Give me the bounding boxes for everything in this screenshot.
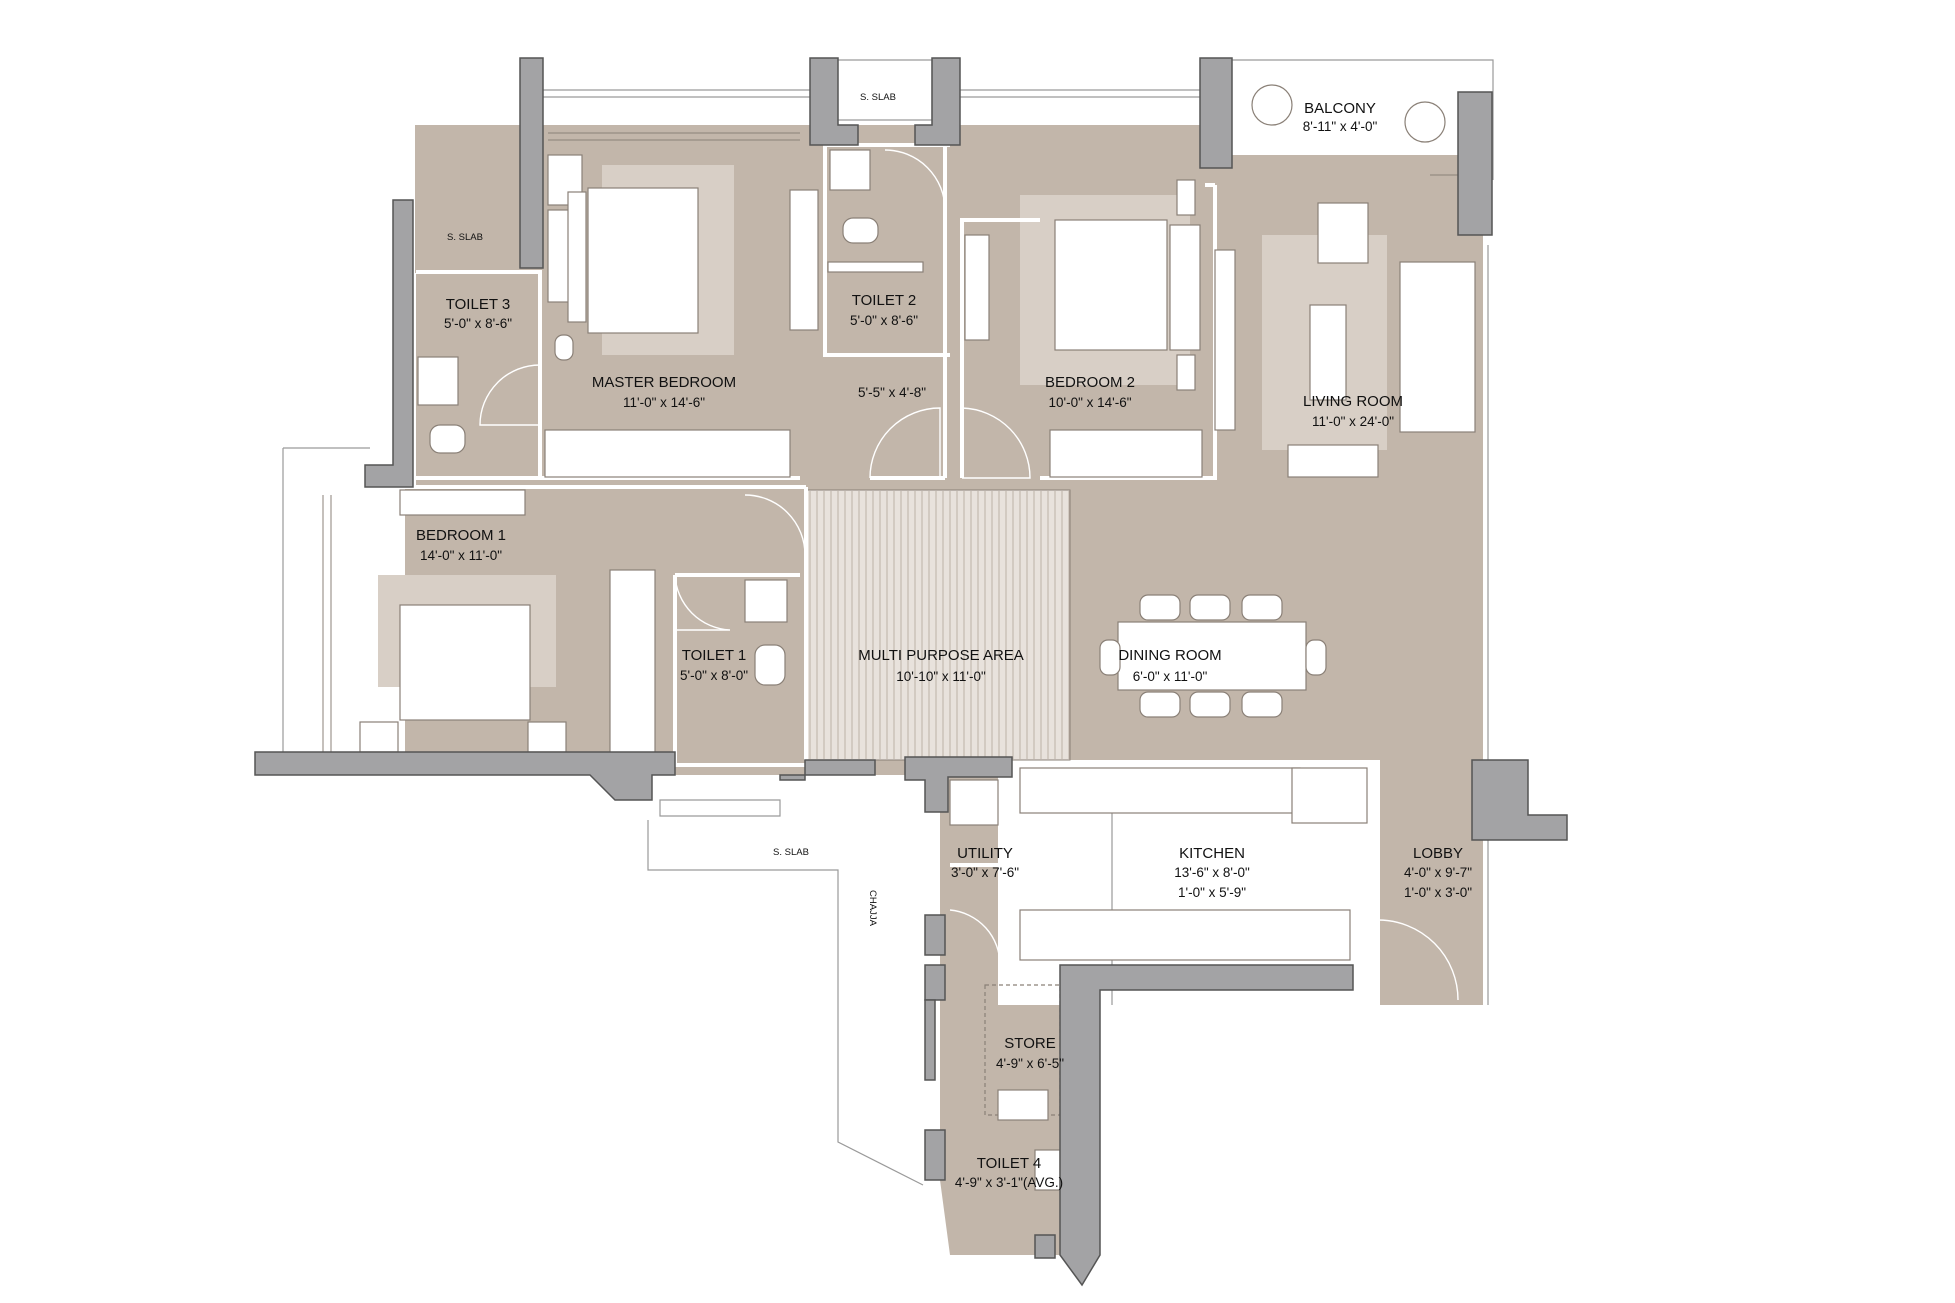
room-name-utility: UTILITY xyxy=(957,845,1013,862)
room-dim-master-bedroom: 11'-0" x 14'-6" xyxy=(623,395,705,410)
room-dim-utility: 3'-0" x 7'-6" xyxy=(951,865,1019,880)
room-name-kitchen: KITCHEN xyxy=(1179,845,1245,862)
room-dim-store: 4'-9" x 6'-5" xyxy=(996,1056,1064,1071)
room-name-bedroom2: BEDROOM 2 xyxy=(1045,374,1135,391)
sofa xyxy=(1399,261,1476,433)
s-slab-label-top: S. SLAB xyxy=(860,92,896,103)
chajja-label: CHAJJA xyxy=(867,890,878,927)
room-dim-living-room: 11'-0" x 24'-0" xyxy=(1312,414,1394,429)
master-bed xyxy=(587,187,699,334)
room-name-toilet2: TOILET 2 xyxy=(852,292,916,309)
room-dim-bedroom1: 14'-0" x 11'-0" xyxy=(420,548,502,563)
room-name-balcony: BALCONY xyxy=(1304,100,1376,117)
door-swings xyxy=(479,149,1459,1001)
s-slab-label-bottom: S. SLAB xyxy=(773,847,809,858)
room-dim-multipurpose: 10'-10" x 11'-0" xyxy=(896,669,986,684)
room-dim-toilet3: 5'-0" x 8'-6" xyxy=(444,316,512,331)
room-name-store: STORE xyxy=(1004,1035,1055,1052)
room-dim-kitchen-1: 13'-6" x 8'-0" xyxy=(1174,865,1250,880)
room-name-living-room: LIVING ROOM xyxy=(1303,393,1403,410)
room-dim-toilet4: 4'-9" x 3'-1"(AVG.) xyxy=(955,1175,1063,1190)
room-dim-kitchen-2: 1'-0" x 5'-9" xyxy=(1178,885,1246,900)
room-labels: BALCONY 8'-11" x 4'-0" S. SLAB S. SLAB T… xyxy=(416,92,1472,1190)
room-dim-dining: 6'-0" x 11'-0" xyxy=(1133,669,1208,684)
furniture xyxy=(359,84,1476,1191)
room-dim-toilet1: 5'-0" x 8'-0" xyxy=(680,668,748,683)
room-dim-lobby-1: 4'-0" x 9'-7" xyxy=(1404,865,1472,880)
room-name-toilet4: TOILET 4 xyxy=(977,1155,1041,1172)
s-slab-label-left: S. SLAB xyxy=(447,232,483,243)
walls xyxy=(254,57,1568,1287)
room-name-toilet3: TOILET 3 xyxy=(446,296,510,313)
multipurpose-deck xyxy=(804,489,1071,761)
bedroom1-bed xyxy=(399,604,531,721)
bedroom2-bed xyxy=(1054,219,1168,351)
partitions xyxy=(405,135,1380,1005)
room-name-master-bedroom: MASTER BEDROOM xyxy=(592,374,736,391)
room-dim-toilet2: 5'-0" x 8'-6" xyxy=(850,313,918,328)
room-dim-dress: 5'-5" x 4'-8" xyxy=(858,385,926,400)
room-dim-balcony: 8'-11" x 4'-0" xyxy=(1303,119,1378,134)
room-name-dining: DINING ROOM xyxy=(1118,647,1221,664)
room-name-bedroom1: BEDROOM 1 xyxy=(416,527,506,544)
room-name-multipurpose: MULTI PURPOSE AREA xyxy=(858,647,1024,664)
room-name-toilet1: TOILET 1 xyxy=(682,647,746,664)
room-dim-lobby-2: 1'-0" x 3'-0" xyxy=(1404,885,1472,900)
room-name-lobby: LOBBY xyxy=(1413,845,1463,862)
room-dim-bedroom2: 10'-0" x 14'-6" xyxy=(1048,395,1131,410)
